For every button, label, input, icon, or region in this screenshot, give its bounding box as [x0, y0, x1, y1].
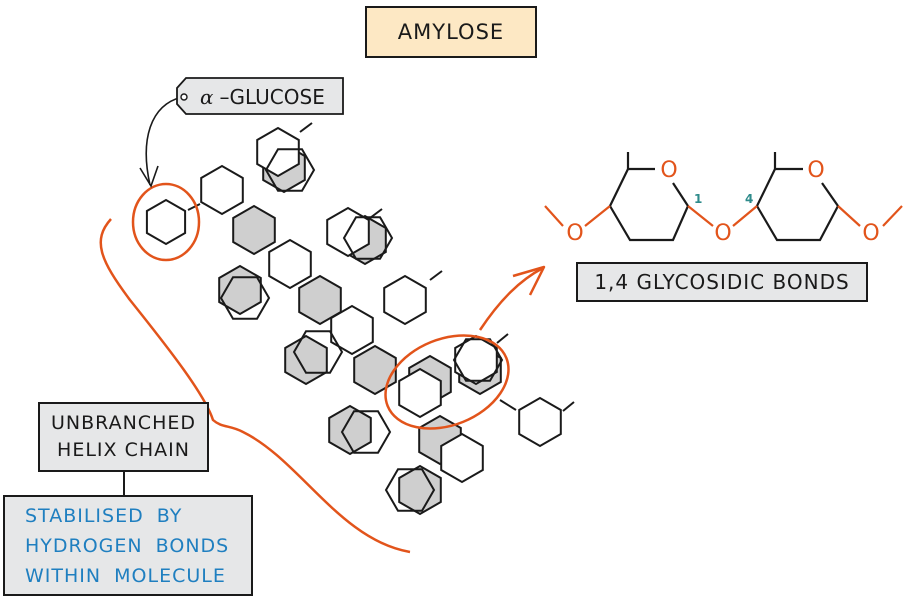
glycosidic-atom-labels: O O O O O	[566, 158, 879, 246]
stabilisation-line1: STABILISED BY	[25, 504, 183, 527]
ring-bond	[369, 208, 383, 219]
ring-bond	[562, 401, 575, 412]
alpha-symbol: α	[200, 85, 214, 109]
overlap-ring-outline	[342, 216, 394, 260]
alpha-glucose-text: –GLUCOSE	[219, 85, 325, 109]
glucose-ring	[268, 238, 312, 290]
tag-pointer-arrow	[145, 96, 183, 186]
glucose-ring	[200, 164, 244, 216]
overlap-ring-outline	[292, 330, 344, 374]
title-text: AMYLOSE	[397, 20, 505, 44]
glycosidic-bond-structure	[544, 152, 903, 242]
helix-curly-brace	[99, 218, 411, 554]
helix-chain-glucose-rings	[145, 122, 575, 516]
glucose-ring	[518, 396, 562, 448]
glycosidic-bonds-label: 1,4 GLYCOSIDIC BONDS	[576, 262, 868, 302]
ring-bond	[499, 399, 517, 411]
overlap-ring-outline	[264, 148, 316, 192]
alpha-glucose-ring	[145, 198, 187, 246]
linking-oxygen-left: O	[566, 221, 583, 246]
helix-label-line2: HELIX CHAIN	[57, 439, 190, 461]
unbranched-helix-label: UNBRANCHED HELIX CHAIN	[38, 402, 209, 472]
hydrogen-bond-stabilisation-label: STABILISED BY HYDROGEN BONDS WITHIN MOLE…	[3, 495, 253, 596]
glucose-ring	[330, 304, 374, 356]
alpha-glucose-tag-shape	[176, 77, 344, 115]
overlap-ring-outline	[219, 276, 271, 320]
alpha-glucose-highlight-circle	[131, 182, 201, 262]
ring-bond	[187, 203, 201, 211]
linking-oxygen-right: O	[862, 221, 879, 246]
tag-hole-icon	[180, 93, 188, 101]
bond-arrow	[478, 266, 544, 331]
shaded-glucose-ring	[328, 404, 372, 456]
overlap-ring-outline	[452, 338, 504, 382]
bond-arrow-head-icon	[512, 265, 546, 296]
ring-oxygen-right: O	[807, 158, 824, 183]
glycosidic-bond-highlight-ellipse	[384, 334, 510, 430]
glycosidic-bonds-text: 1,4 GLYCOSIDIC BONDS	[594, 270, 850, 294]
stabilisation-line3: WITHIN MOLECULE	[25, 564, 226, 587]
carbon-numbers: 1 4	[694, 192, 753, 206]
carbon-4-label: 4	[745, 192, 753, 206]
ring-bond	[299, 122, 313, 133]
overlap-ring-outline	[340, 410, 392, 454]
shaded-glucose-ring	[398, 464, 442, 516]
glucose-ring	[454, 334, 498, 386]
glycosidic-oxygen: O	[714, 221, 731, 246]
tag-pointer-arrow-head-icon	[139, 165, 159, 188]
shaded-glucose-ring	[353, 344, 397, 396]
ring-bond	[429, 270, 443, 281]
shaded-glucose-ring	[298, 274, 342, 326]
title-amylose: AMYLOSE	[365, 6, 537, 58]
glucose-ring	[256, 126, 300, 178]
overlap-ring-outline	[384, 468, 436, 512]
glucose-ring	[398, 367, 442, 419]
ring-bond	[496, 333, 509, 344]
glucose-ring	[383, 274, 427, 326]
carbon-1-label: 1	[694, 192, 702, 206]
ring-oxygen-left: O	[660, 158, 677, 183]
alpha-glucose-tag: α –GLUCOSE	[186, 80, 340, 114]
shaded-glucose-ring	[284, 334, 328, 386]
glucose-ring	[440, 432, 484, 484]
stabilisation-line2: HYDROGEN BONDS	[25, 534, 230, 557]
shaded-glucose-ring	[232, 204, 276, 256]
helix-label-line1: UNBRANCHED	[51, 412, 196, 434]
